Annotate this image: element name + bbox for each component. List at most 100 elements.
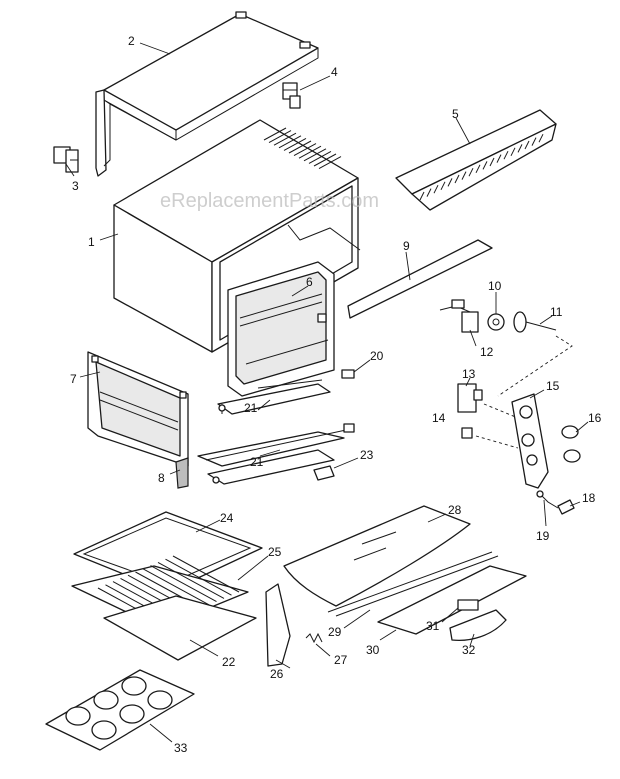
callout-8: 8 <box>158 471 165 485</box>
callout-3: 3 <box>72 179 79 193</box>
part-30-door-trim <box>377 565 527 635</box>
callout-11: 11 <box>550 305 563 319</box>
callout-7: 7 <box>70 372 77 386</box>
callout-21-lower: 21 <box>250 455 264 469</box>
muffin-cup <box>65 706 91 726</box>
part-9-plate <box>347 239 493 319</box>
vent-slot <box>318 156 342 170</box>
part-23-bracket <box>313 465 335 481</box>
vent-slot <box>273 132 297 146</box>
vent-slot <box>303 148 327 162</box>
part-32-handle <box>449 609 507 642</box>
callout-14: 14 <box>432 411 446 425</box>
rack-wire <box>165 558 232 596</box>
callout-20: 20 <box>370 349 384 363</box>
vent-slot <box>433 184 439 194</box>
callout-24: 24 <box>220 511 234 525</box>
callout-22: 22 <box>222 655 236 669</box>
wiring-dashed-2 <box>475 403 519 449</box>
callout-23: 23 <box>360 448 374 462</box>
muffin-cup <box>147 690 173 710</box>
watermark-text: eReplacementParts.com <box>160 190 379 212</box>
vent-slot <box>510 147 516 157</box>
part-33-muffin-tray <box>45 669 195 751</box>
muffin-cup <box>121 676 147 696</box>
part-16-knobs <box>561 425 581 463</box>
callout-5: 5 <box>452 107 459 121</box>
vent-slot <box>419 191 425 201</box>
part-21-lower-reflector <box>207 449 335 485</box>
vent-slot <box>308 150 332 164</box>
vent-slot <box>503 150 509 160</box>
callout-21-upper: 21 <box>244 401 258 415</box>
vent-slot <box>426 188 432 197</box>
callout-16: 16 <box>588 411 602 425</box>
vent-slot <box>538 133 544 143</box>
part-21-lower-element <box>197 423 355 467</box>
callout-32: 32 <box>462 643 476 657</box>
part-22-crumb-tray <box>103 595 257 661</box>
part-18-lamp <box>557 499 575 515</box>
callout-25: 25 <box>268 545 282 559</box>
muffin-cup <box>91 720 117 740</box>
part-11-knob-shaft <box>513 311 557 333</box>
callout-12: 12 <box>480 345 494 359</box>
vent-slot <box>524 140 530 150</box>
part-19-lamp-wire <box>536 490 559 509</box>
vent-slot <box>293 143 317 157</box>
callout-1: 1 <box>88 235 95 249</box>
vent-slot <box>517 144 523 153</box>
callout-19: 19 <box>536 529 550 543</box>
vent-slot <box>496 154 502 163</box>
vent-slot <box>482 161 488 170</box>
part-12-switch <box>439 299 479 333</box>
callout-31: 31 <box>426 619 440 633</box>
part-15-control-panel <box>511 393 549 489</box>
part-4-clip <box>282 82 301 109</box>
part-3-bracket <box>53 146 79 173</box>
vent-slot <box>461 171 467 180</box>
callout-9: 9 <box>403 239 410 253</box>
vent-slot <box>263 127 287 141</box>
part-26-side-trim <box>265 583 291 667</box>
vent-slot <box>313 153 337 167</box>
leader-lines <box>65 42 589 743</box>
callout-27: 27 <box>334 653 348 667</box>
callout-28: 28 <box>448 503 462 517</box>
callout-30: 30 <box>366 643 380 657</box>
callout-15: 15 <box>546 379 560 393</box>
callout-4: 4 <box>331 65 338 79</box>
vent-slot <box>531 137 537 146</box>
part-7-door <box>87 351 189 467</box>
part-31-handle-bracket <box>457 599 479 611</box>
part-28-glass <box>283 505 471 607</box>
muffin-cup <box>119 704 145 724</box>
part-13-thermostat <box>457 383 483 413</box>
rack-wire <box>172 555 240 593</box>
vent-slot <box>278 135 302 149</box>
vent-slot <box>288 140 312 154</box>
part-6-inner-panel <box>227 261 335 397</box>
part-20-element-upper <box>257 369 355 389</box>
part-5-vent-panel <box>395 109 557 211</box>
rack-wire <box>142 568 210 606</box>
callout-13: 13 <box>462 367 476 381</box>
vent-slot <box>268 130 292 144</box>
part-10-timer <box>487 313 505 331</box>
vent-slot <box>454 174 460 184</box>
callout-6: 6 <box>306 275 313 289</box>
wiring-dashed-1 <box>497 335 573 397</box>
callout-29: 29 <box>328 625 342 639</box>
rack-wire <box>157 561 225 599</box>
vent-slot <box>447 178 453 187</box>
rack-wire <box>150 565 217 603</box>
vent-slot <box>468 167 474 177</box>
vent-slot <box>283 137 307 151</box>
part-2-top-cover <box>95 11 319 177</box>
part-29-seal <box>327 551 499 617</box>
vent-slot <box>298 145 322 159</box>
callout-2: 2 <box>128 34 135 48</box>
muffin-cup <box>93 690 119 710</box>
callout-26: 26 <box>270 667 284 681</box>
